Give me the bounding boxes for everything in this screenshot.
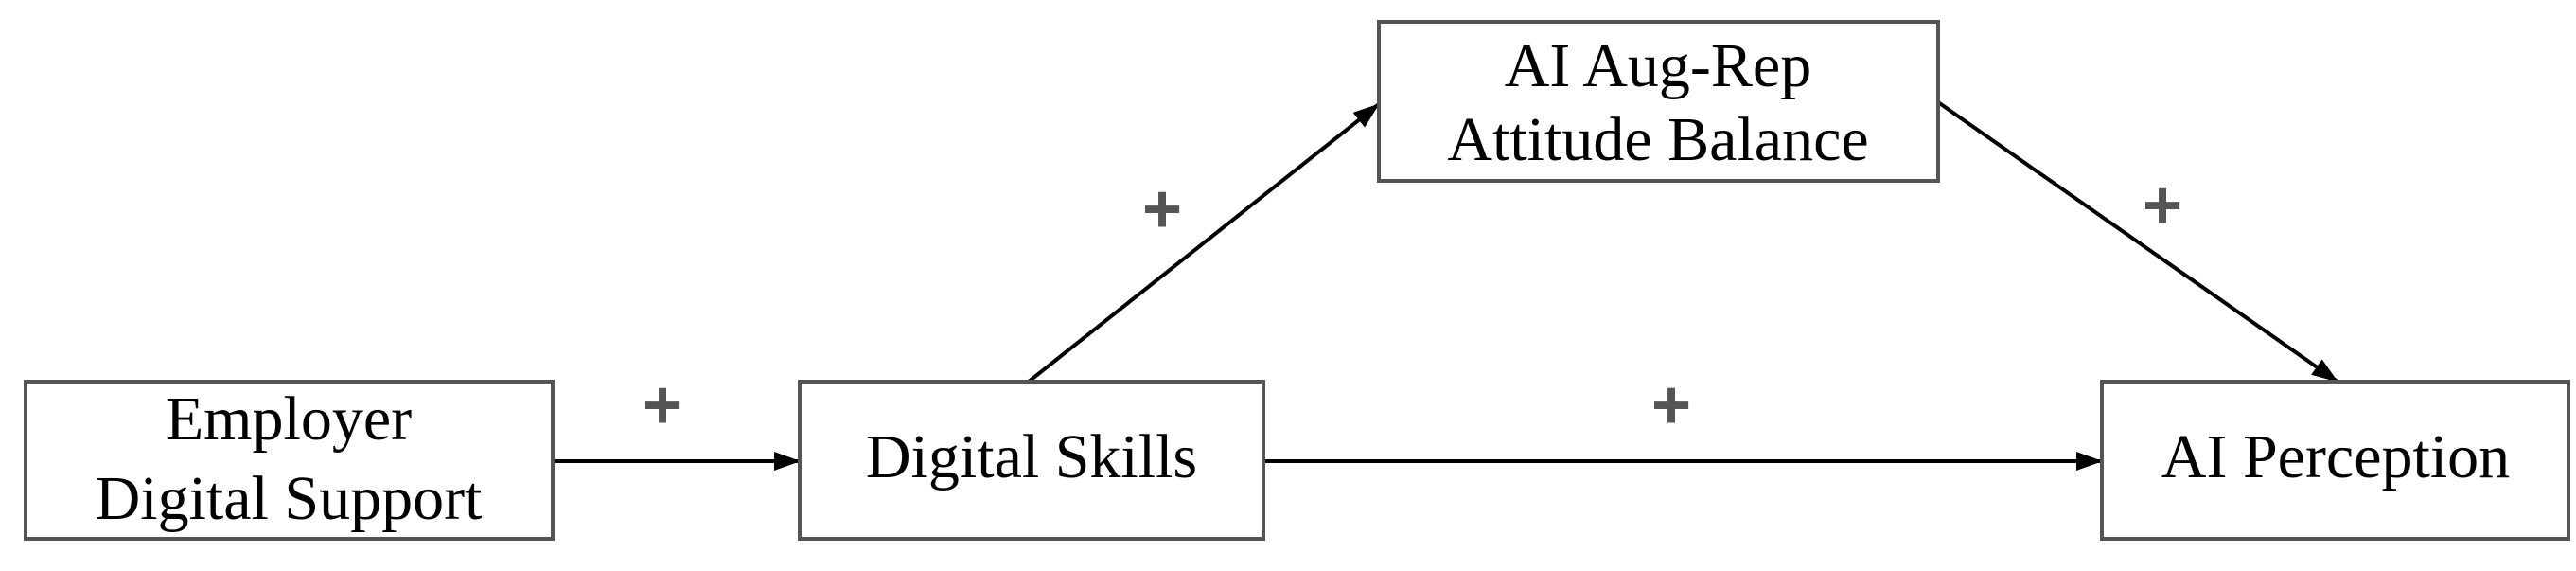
- node-ai-perception: AI Perception: [2100, 380, 2570, 541]
- node-digital-skills: Digital Skills: [798, 380, 1265, 541]
- node-ai-attitude-balance-line-2: Attitude Balance: [1447, 105, 1868, 174]
- edge-sign-support-to-skills: +: [643, 367, 682, 443]
- edge-sign-skills-to-perception: +: [1651, 367, 1691, 443]
- node-digital-skills-label: Digital Skills: [866, 422, 1197, 491]
- edge-attitude-to-perception: [1936, 100, 2339, 384]
- edge-sign-skills-to-attitude: +: [1142, 171, 1182, 247]
- node-ai-attitude-balance-line-1: AI Aug-Rep: [1505, 31, 1811, 100]
- node-employer-digital-support-line-2: Digital Support: [96, 464, 483, 533]
- edge-skills-to-attitude: [1027, 102, 1381, 384]
- node-employer-digital-support-line-1: Employer: [166, 384, 412, 454]
- edge-sign-attitude-to-perception: +: [2143, 168, 2182, 243]
- node-ai-attitude-balance: AI Aug-Rep Attitude Balance: [1377, 20, 1940, 183]
- node-ai-perception-label: AI Perception: [2161, 422, 2510, 491]
- node-employer-digital-support: Employer Digital Support: [24, 380, 555, 541]
